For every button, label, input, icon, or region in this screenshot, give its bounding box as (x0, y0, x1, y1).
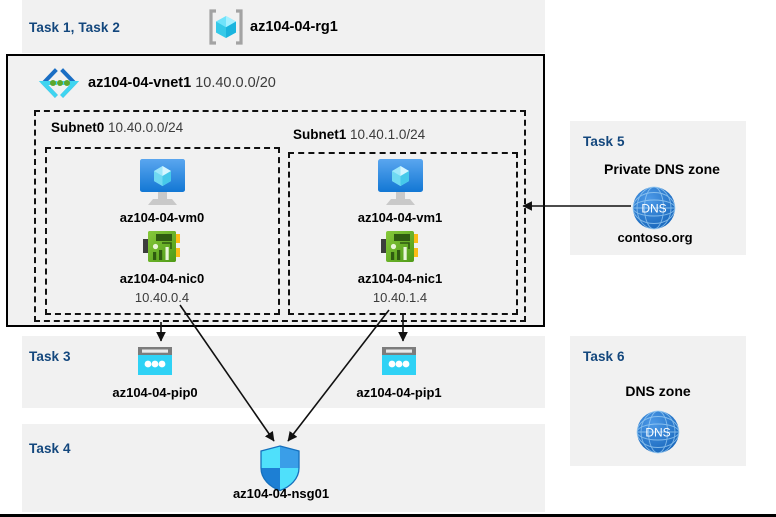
vnet-name: az104-04-vnet1 (88, 75, 192, 91)
subnet0-title: Subnet0 10.40.0.0/24 (51, 120, 183, 135)
vnet-title: az104-04-vnet1 10.40.0.0/20 (88, 75, 276, 91)
svg-text:DNS: DNS (645, 426, 670, 440)
panel-task1-task2 (22, 0, 545, 53)
dns-globe-icon: DNS (635, 409, 681, 455)
task-label-task3: Task 3 (29, 349, 71, 364)
task-label-task5: Task 5 (583, 134, 625, 149)
subnet0-cidr: 10.40.0.0/24 (108, 120, 184, 135)
task-label-task6: Task 6 (583, 349, 625, 364)
virtual-network-icon (36, 68, 82, 98)
resource-group-icon (206, 7, 246, 47)
subnet1-name: Subnet1 (293, 127, 347, 142)
resource-group-name: az104-04-rg1 (250, 19, 338, 35)
vm0-label: az104-04-vm0 (119, 210, 205, 225)
virtual-machine-icon (134, 157, 191, 207)
vnet-cidr: 10.40.0.0/20 (195, 75, 276, 91)
nic0-label: az104-04-nic0 (119, 271, 205, 286)
subnet1-title: Subnet1 10.40.1.0/24 (293, 127, 425, 142)
dns-zone-heading: DNS zone (625, 383, 691, 399)
vm1-label: az104-04-vm1 (357, 210, 443, 225)
public-ip-icon (136, 345, 174, 377)
nic1-label: az104-04-nic1 (357, 271, 443, 286)
nsg-label: az104-04-nsg01 (232, 486, 330, 501)
subnet1-cidr: 10.40.1.0/24 (350, 127, 426, 142)
nic0-ip: 10.40.0.4 (134, 290, 190, 305)
network-interface-icon (379, 227, 421, 267)
virtual-machine-icon (372, 157, 429, 207)
subnet0-box (45, 147, 280, 315)
private-dns-zone-heading: Private DNS zone (604, 161, 720, 177)
panel-vnet-container (6, 54, 545, 327)
subnet1-box (288, 152, 518, 315)
nic1-ip: 10.40.1.4 (372, 290, 428, 305)
private-dns-zone-name: contoso.org (617, 230, 693, 245)
pip1-label: az104-04-pip1 (356, 385, 442, 400)
public-ip-icon (380, 345, 418, 377)
task-label-task4: Task 4 (29, 441, 71, 456)
network-security-group-shield-icon (258, 444, 302, 492)
subnet0-name: Subnet0 (51, 120, 105, 135)
subnets-group-box (34, 110, 526, 322)
network-interface-icon (141, 227, 183, 267)
dns-globe-icon: DNS (631, 185, 677, 231)
task-label-task1-task2: Task 1, Task 2 (29, 20, 120, 35)
panel-task3 (22, 336, 545, 408)
svg-text:DNS: DNS (641, 202, 666, 216)
pip0-label: az104-04-pip0 (112, 385, 198, 400)
